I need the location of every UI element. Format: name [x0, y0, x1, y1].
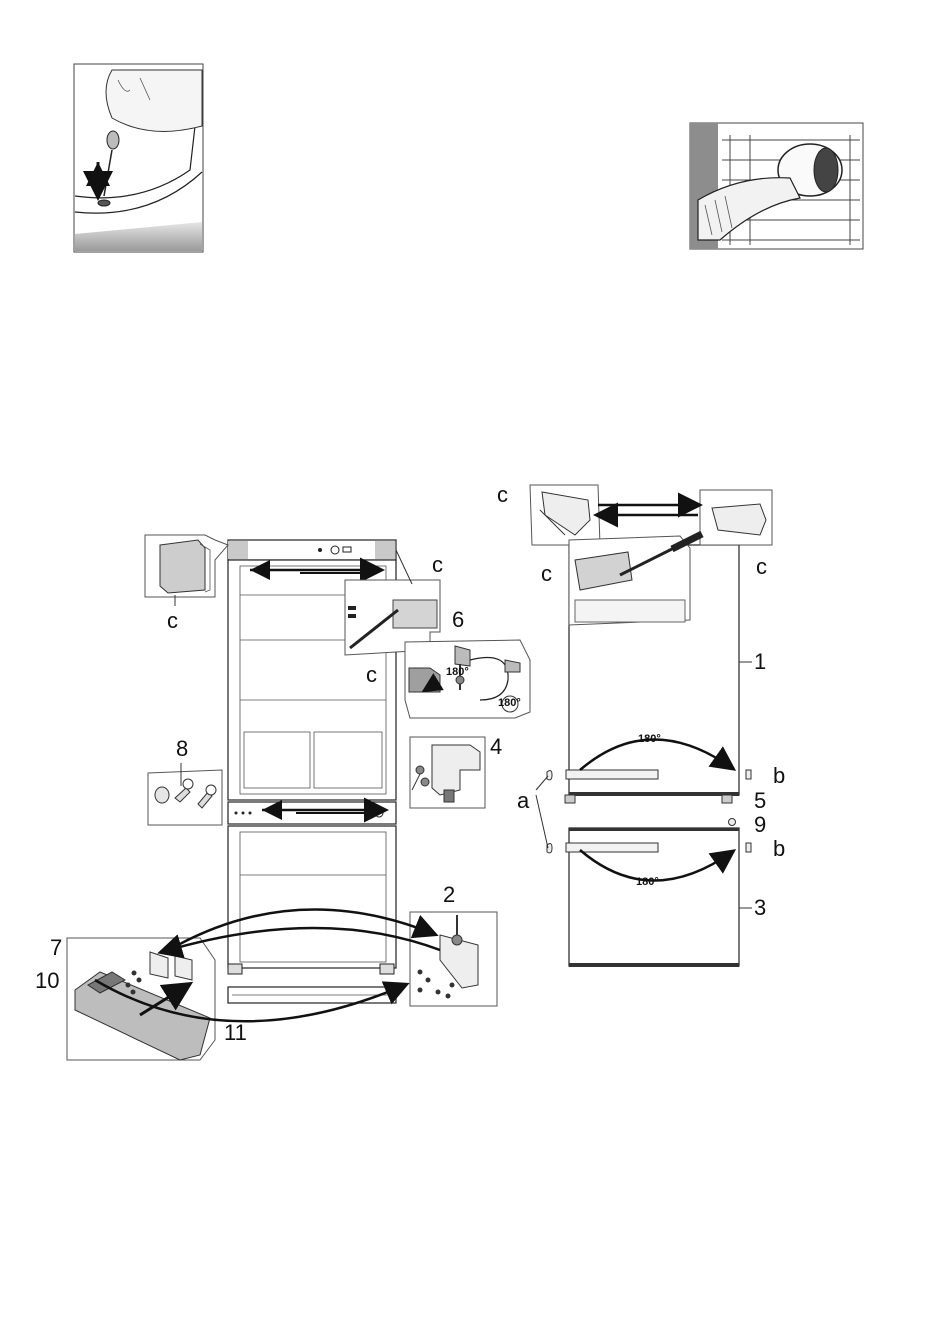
bottom-hinge-inset	[410, 912, 497, 1006]
label-b-lower: b	[773, 836, 785, 861]
label-180-upper-door: 180°	[638, 733, 661, 745]
label-180-small: 180°	[498, 697, 521, 709]
label-8: 8	[176, 736, 188, 761]
label-5: 5	[754, 788, 766, 813]
cover-cap-inset-left	[145, 535, 228, 606]
label-c-door-right: c	[756, 554, 767, 579]
label-1: 1	[754, 649, 766, 674]
label-a: a	[517, 788, 530, 813]
label-180-hinge: 180°	[446, 666, 469, 678]
middle-hinge-inset	[410, 737, 485, 808]
label-b-upper: b	[773, 763, 785, 788]
label-c-hinge: c	[366, 662, 377, 687]
label-3: 3	[754, 895, 766, 920]
label-2: 2	[443, 882, 455, 907]
label-4: 4	[490, 734, 502, 759]
drain-plug-photo	[74, 64, 203, 252]
label-180-lower-door: 180°	[636, 876, 659, 888]
label-7: 7	[50, 935, 62, 960]
label-10: 10	[35, 968, 59, 993]
condenser-brush-photo	[690, 123, 863, 249]
label-c-door-top: c	[497, 482, 508, 507]
label-6: 6	[452, 607, 464, 632]
label-c-door-left: c	[541, 561, 552, 586]
label-c-top: c	[432, 552, 443, 577]
label-9: 9	[754, 812, 766, 837]
plugs-inset	[148, 763, 222, 825]
label-c-left: c	[167, 608, 178, 633]
label-11: 11	[224, 1020, 247, 1045]
bottom-hinge-kickplate-inset	[67, 938, 215, 1060]
